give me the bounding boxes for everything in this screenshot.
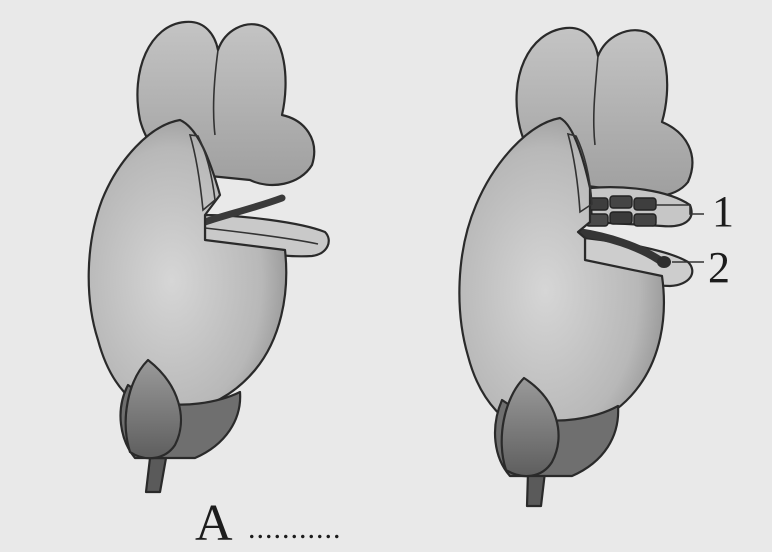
anther: [610, 196, 632, 208]
anther: [610, 212, 632, 224]
stem-left: [146, 458, 166, 492]
stem-right: [527, 472, 545, 506]
flower-left: [89, 22, 329, 492]
anther: [634, 214, 656, 226]
flower-right: [459, 28, 704, 506]
caption-blank: ...........: [248, 512, 342, 545]
stigma: [657, 256, 671, 268]
anther: [634, 198, 656, 210]
caption-letter: A: [195, 495, 233, 552]
label-1: 1: [712, 187, 734, 236]
label-2: 2: [708, 243, 730, 292]
